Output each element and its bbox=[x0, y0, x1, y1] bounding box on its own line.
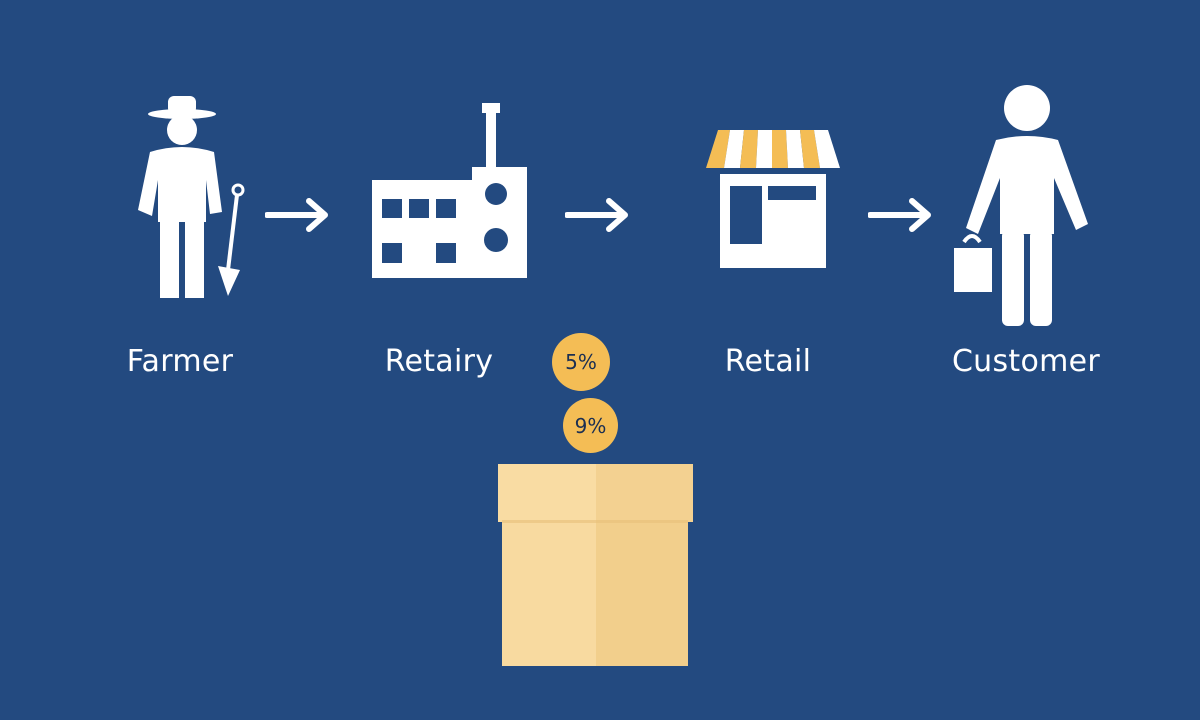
node-label-customer: Customer bbox=[951, 344, 1101, 379]
store-icon bbox=[706, 128, 841, 270]
arrow-right-icon bbox=[565, 195, 635, 235]
farmer-icon bbox=[130, 92, 250, 302]
percent-coin: 9% bbox=[563, 398, 618, 453]
factory-icon bbox=[372, 103, 527, 278]
node-label-retairy: Retairy bbox=[384, 344, 494, 379]
arrow-right-icon bbox=[265, 195, 335, 235]
cardboard-box-icon bbox=[498, 464, 693, 666]
percent-coin: 5% bbox=[552, 333, 610, 391]
node-label-farmer: Farmer bbox=[126, 344, 234, 379]
node-label-retail: Retail bbox=[724, 344, 812, 379]
customer-icon bbox=[950, 84, 1092, 329]
arrow-right-icon bbox=[868, 195, 938, 235]
